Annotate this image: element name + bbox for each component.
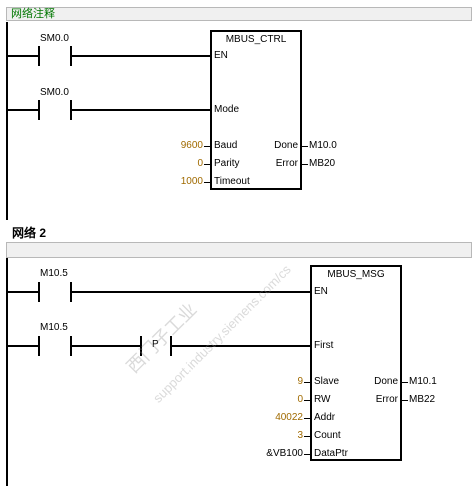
p-contact-right-bar [170,336,172,356]
pin-baud: Baud [214,140,238,151]
wire [8,55,38,57]
baud-value[interactable]: 9600 [180,140,203,151]
pin-rw: RW [314,394,331,405]
mbus-msg-block[interactable]: MBUS_MSG [310,265,402,461]
pin-dash [304,418,310,419]
rw-value[interactable]: 0 [297,394,303,405]
dataptr-value[interactable]: &VB100 [266,448,303,459]
power-rail-network-1 [6,22,8,220]
pin-slave: Slave [314,376,340,387]
pin-mode: Mode [214,104,240,115]
wire [8,345,38,347]
contact-sm0-0-mode-label[interactable]: SM0.0 [40,87,69,98]
wire [72,109,212,111]
contact-left-bar [38,46,40,66]
network-2-comment-bar[interactable] [6,242,472,258]
pin-done: Done [374,376,398,387]
pin-dash [304,436,310,437]
pin-dash [302,146,308,147]
block-title: MBUS_CTRL [225,34,287,45]
slave-value[interactable]: 9 [297,376,303,387]
network-2-title[interactable]: 网络 2 [12,226,47,240]
pin-done: Done [274,140,298,151]
pin-dash [402,400,408,401]
contact-right-bar [70,282,72,302]
pin-dash [304,382,310,383]
error-output[interactable]: MB22 [409,394,436,405]
done-output[interactable]: M10.0 [309,140,337,151]
pin-count: Count [314,430,341,441]
pin-en: EN [214,50,228,61]
done-output[interactable]: M10.1 [409,376,437,387]
contact-right-bar [70,46,72,66]
wire [72,345,140,347]
pin-dataptr: DataPtr [314,448,348,459]
pin-dash [402,382,408,383]
wire [8,109,38,111]
contact-right-bar [70,100,72,120]
network-comment: 网络注释 [11,8,55,20]
pin-dash [304,400,310,401]
positive-transition-contact[interactable]: P [152,339,159,350]
contact-right-bar [70,336,72,356]
wire [72,55,212,57]
pin-error: Error [275,158,298,169]
pin-parity: Parity [214,158,240,169]
network-comment-bar[interactable]: 网络注释 [6,7,472,21]
watermark-text: 西门子工业 [122,299,201,377]
contact-left-bar [38,336,40,356]
pin-dash [304,454,310,455]
wire [8,291,38,293]
pin-en: EN [314,286,328,297]
power-rail-network-2 [6,258,8,486]
contact-sm0-0-label[interactable]: SM0.0 [40,33,69,44]
wire [172,345,312,347]
mbus-ctrl-block[interactable]: MBUS_CTRL [210,30,302,190]
contact-left-bar [38,282,40,302]
contact-left-bar [38,100,40,120]
block-title: MBUS_MSG [327,269,385,280]
pin-dash [204,182,210,183]
count-value[interactable]: 3 [297,430,303,441]
pin-first: First [314,340,334,351]
pin-dash [204,146,210,147]
pin-dash [204,164,210,165]
p-contact-left-bar [140,336,142,356]
pin-addr: Addr [314,412,336,423]
pin-timeout: Timeout [214,176,250,187]
timeout-value[interactable]: 1000 [180,176,203,187]
parity-value[interactable]: 0 [197,158,203,169]
contact-m10-5-first-label[interactable]: M10.5 [40,322,68,333]
addr-value[interactable]: 40022 [275,412,303,423]
wire [72,291,312,293]
pin-dash [302,164,308,165]
error-output[interactable]: MB20 [309,158,336,169]
pin-error: Error [375,394,398,405]
contact-m10-5-label[interactable]: M10.5 [40,268,68,279]
